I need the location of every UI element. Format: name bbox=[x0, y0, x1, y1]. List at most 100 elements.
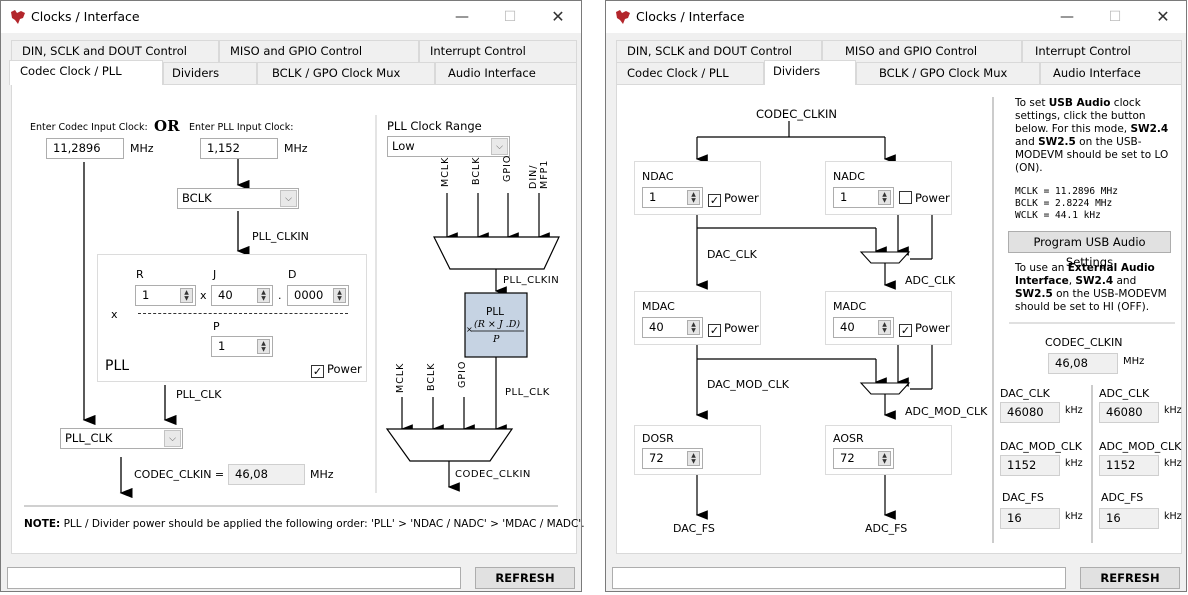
power-order-note: NOTE: PLL / Divider power should be appl… bbox=[24, 518, 585, 530]
side-codec-clkin-unit: MHz bbox=[1123, 356, 1145, 367]
adc-fs-unit: kHz bbox=[1164, 511, 1182, 522]
spin-arrows-icon[interactable]: ▲▼ bbox=[257, 339, 270, 354]
checkbox-empty-icon bbox=[899, 191, 912, 204]
pll-input-clock-field[interactable]: 1,152 bbox=[200, 138, 278, 159]
ext-text-bold-2: SW2.4 bbox=[1075, 275, 1114, 287]
checkmark-icon: ✓ bbox=[708, 194, 721, 207]
tab-miso-gpio[interactable]: MISO and GPIO Control bbox=[822, 40, 1022, 62]
codec-clkin-select-value: PLL_CLK bbox=[65, 431, 113, 445]
spin-arrows-icon[interactable]: ▲▼ bbox=[687, 320, 700, 335]
codec-input-clock-field[interactable]: 11,2896 bbox=[46, 138, 124, 159]
tab-din-sclk-dout[interactable]: DIN, SCLK and DOUT Control bbox=[11, 40, 219, 62]
p-spinner[interactable]: 1▲▼ bbox=[211, 336, 273, 357]
minimize-button[interactable]: — bbox=[1060, 9, 1074, 25]
j-label: J bbox=[213, 268, 217, 281]
nadc-label: NADC bbox=[833, 170, 865, 183]
spin-arrows-icon[interactable]: ▲▼ bbox=[687, 451, 700, 466]
tab-interrupt[interactable]: Interrupt Control bbox=[419, 40, 577, 62]
spin-arrows-icon[interactable]: ▲▼ bbox=[878, 320, 891, 335]
mux2-input-mclk: MCLK bbox=[395, 362, 406, 393]
maximize-button[interactable]: ☐ bbox=[503, 9, 517, 25]
refresh-button[interactable]: REFRESH bbox=[475, 567, 575, 589]
aosr-spinner[interactable]: 72▲▼ bbox=[833, 448, 894, 469]
window-title: Clocks / Interface bbox=[636, 9, 745, 24]
mdac-label: MDAC bbox=[642, 300, 675, 313]
mdac-spinner[interactable]: 40▲▼ bbox=[642, 317, 703, 338]
codec-clkin-select[interactable]: PLL_CLK ⌵ bbox=[60, 428, 183, 449]
d-spinner[interactable]: 0000▲▼ bbox=[287, 285, 349, 306]
pll-power-checkbox[interactable]: ✓Power bbox=[311, 362, 362, 378]
dosr-label: DOSR bbox=[642, 432, 674, 445]
spin-arrows-icon[interactable]: ▲▼ bbox=[257, 288, 270, 303]
ndac-group: NDAC 1▲▼ ✓Power bbox=[634, 161, 761, 215]
side-codec-clkin-label: CODEC_CLKIN bbox=[1045, 336, 1123, 349]
spin-arrows-icon[interactable]: ▲▼ bbox=[687, 190, 700, 205]
dosr-group: DOSR 72▲▼ bbox=[634, 425, 761, 475]
pll-formula-x: × bbox=[466, 325, 473, 334]
maximize-button[interactable]: ☐ bbox=[1108, 9, 1122, 25]
r-spinner[interactable]: 1▲▼ bbox=[135, 285, 196, 306]
madc-group: MADC 40▲▼ ✓Power bbox=[825, 291, 952, 345]
minimize-button[interactable]: — bbox=[455, 9, 469, 25]
pll-input-unit: MHz bbox=[284, 142, 308, 155]
side-codec-clkin-readout: 46,08 bbox=[1048, 353, 1118, 374]
tab-dividers[interactable]: Dividers bbox=[764, 60, 856, 85]
refresh-button[interactable]: REFRESH bbox=[1080, 567, 1180, 589]
close-button[interactable]: ✕ bbox=[1156, 7, 1170, 26]
d-label: D bbox=[288, 268, 297, 281]
tab-audio-interface[interactable]: Audio Interface bbox=[435, 62, 577, 84]
spin-arrows-icon[interactable]: ▲▼ bbox=[878, 451, 891, 466]
spin-arrows-icon[interactable]: ▲▼ bbox=[180, 288, 193, 303]
status-bar-field bbox=[7, 567, 461, 589]
pll-panel: Enter Codec Input Clock: OR Enter PLL In… bbox=[11, 84, 585, 554]
checkmark-icon: ✓ bbox=[899, 324, 912, 337]
tab-audio-interface[interactable]: Audio Interface bbox=[1040, 62, 1182, 84]
chevron-down-icon[interactable]: ⌵ bbox=[280, 190, 297, 207]
tab-bclk-gpo-mux[interactable]: BCLK / GPO Clock Mux bbox=[856, 62, 1040, 84]
pll-clock-range-select[interactable]: Low⌵ bbox=[387, 136, 510, 157]
madc-spinner[interactable]: 40▲▼ bbox=[833, 317, 894, 338]
tab-din-sclk-dout[interactable]: DIN, SCLK and DOUT Control bbox=[616, 40, 822, 62]
tab-bclk-gpo-mux[interactable]: BCLK / GPO Clock Mux bbox=[257, 62, 435, 84]
codec-clkin-label: CODEC_CLKIN bbox=[756, 107, 837, 121]
ndac-power-checkbox[interactable]: ✓Power bbox=[708, 191, 759, 207]
tab-dividers[interactable]: Dividers bbox=[163, 62, 257, 84]
pll-diagram-lines bbox=[24, 115, 560, 507]
madc-power-checkbox[interactable]: ✓Power bbox=[899, 321, 950, 337]
j-spinner[interactable]: 40▲▼ bbox=[211, 285, 273, 306]
multiply-sign: x bbox=[200, 289, 207, 302]
clocks-window-pll: Clocks / Interface — ☐ ✕ DIN, SCLK and D… bbox=[0, 0, 585, 592]
dac-fs-unit: kHz bbox=[1065, 511, 1083, 522]
tab-miso-gpio[interactable]: MISO and GPIO Control bbox=[219, 40, 419, 62]
decimal-dot: . bbox=[278, 289, 282, 302]
adc-clk-readout: 46080 bbox=[1099, 402, 1159, 423]
ndac-value: 1 bbox=[649, 190, 657, 204]
program-usb-audio-button[interactable]: Program USB Audio Settings bbox=[1008, 231, 1171, 269]
ndac-spinner[interactable]: 1 ▲▼ bbox=[642, 187, 703, 208]
pll-clk-label: PLL_CLK bbox=[176, 388, 222, 401]
spin-arrows-icon[interactable]: ▲▼ bbox=[878, 190, 891, 205]
tab-codec-clock-pll[interactable]: Codec Clock / PLL bbox=[9, 60, 163, 85]
pll-power-label: Power bbox=[327, 362, 362, 376]
nadc-spinner[interactable]: 1▲▼ bbox=[833, 187, 894, 208]
dosr-spinner[interactable]: 72▲▼ bbox=[642, 448, 703, 469]
window-title: Clocks / Interface bbox=[31, 9, 140, 24]
mdac-power-checkbox[interactable]: ✓Power bbox=[708, 321, 759, 337]
chevron-down-icon[interactable]: ⌵ bbox=[164, 430, 181, 447]
dac-clk-unit: kHz bbox=[1065, 405, 1083, 416]
adc-fs-readout: 16 bbox=[1099, 508, 1159, 529]
chevron-down-icon[interactable]: ⌵ bbox=[491, 138, 508, 155]
tab-codec-clock-pll[interactable]: Codec Clock / PLL bbox=[616, 62, 764, 84]
usb-clock-values: MCLK = 11.2896 MHz BCLK = 2.8224 MHz WCL… bbox=[1015, 186, 1118, 222]
ext-text-2: , bbox=[1068, 275, 1076, 287]
ti-logo-icon bbox=[11, 10, 25, 24]
p-label: P bbox=[213, 320, 220, 333]
ext-text-4: on the USB-MODEVM should be set to HI (O… bbox=[1015, 288, 1167, 313]
spin-arrows-icon[interactable]: ▲▼ bbox=[333, 288, 346, 303]
pll-source-select[interactable]: BCLK⌵ bbox=[177, 188, 299, 209]
close-button[interactable]: ✕ bbox=[551, 7, 565, 26]
tab-interrupt[interactable]: Interrupt Control bbox=[1022, 40, 1182, 62]
pll-group: R J D 1▲▼ x 40▲▼ . 0000▲▼ x P 1▲▼ PLL ✓P… bbox=[97, 254, 367, 382]
bclk-line: BCLK = 2.8224 MHz bbox=[1015, 198, 1113, 209]
nadc-power-checkbox[interactable]: Power bbox=[899, 191, 950, 205]
